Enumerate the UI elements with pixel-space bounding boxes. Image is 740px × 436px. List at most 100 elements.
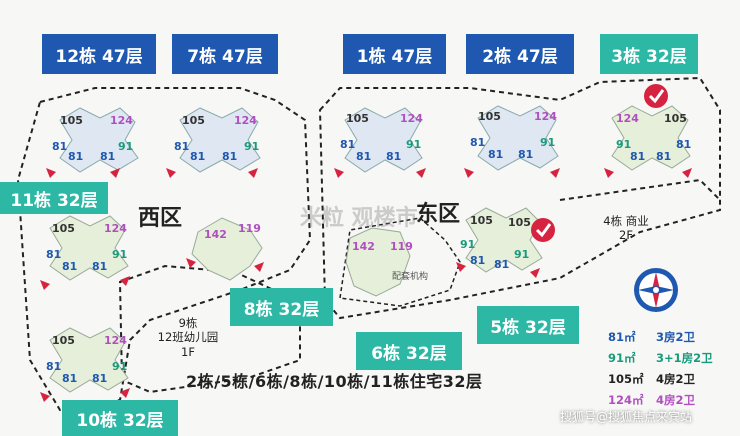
legend-area: 91㎡ <box>608 350 636 365</box>
unit-91: 91 <box>460 238 476 251</box>
unit-105: 105 <box>664 112 687 125</box>
unit-81: 81 <box>470 254 486 267</box>
unit-124: 124 <box>104 222 127 235</box>
unit-124: 124 <box>234 114 257 127</box>
unit-81: 81 <box>656 150 672 163</box>
unit-81: 81 <box>386 150 402 163</box>
unit-91: 91 <box>540 136 556 149</box>
watermark-corner: 搜狐号@搜狐焦点来宾站 <box>560 410 693 424</box>
unit-81: 81 <box>676 138 692 151</box>
legend-row: 105㎡ 4房2卫 <box>608 368 728 389</box>
building-4-name: 4栋 商业 <box>603 214 649 228</box>
unit-105: 105 <box>182 114 205 127</box>
tag-building-2: 2栋 47层 <box>466 34 574 74</box>
tower-11-footprint <box>49 215 129 281</box>
building-9-floors: 1F <box>181 344 195 359</box>
unit-81: 81 <box>100 150 116 163</box>
unit-81: 81 <box>488 148 504 161</box>
building-4-label: 4栋 商业 2F <box>596 214 656 243</box>
watermark-center: 米粒 观楼市 <box>300 206 418 231</box>
unit-124: 124 <box>534 110 557 123</box>
unit-91: 91 <box>616 138 632 151</box>
unit-81: 81 <box>68 150 84 163</box>
legend-area: 124㎡ <box>608 392 644 407</box>
unit-142: 142 <box>352 240 375 253</box>
unit-124: 124 <box>104 334 127 347</box>
unit-142: 142 <box>204 228 227 241</box>
tower-7-footprint <box>179 107 261 173</box>
unit-119: 119 <box>238 222 261 235</box>
unit-81: 81 <box>222 150 238 163</box>
tower-5-footprint <box>465 207 543 273</box>
legend-row: 81㎡ 3房2卫 <box>608 326 728 347</box>
building-9-name: 9栋 <box>178 316 198 330</box>
entrance-arrow-icons <box>40 168 692 402</box>
unit-105: 105 <box>52 222 75 235</box>
zone-label-west: 西区 <box>138 206 183 231</box>
tag-building-8: 8栋 32层 <box>230 288 333 326</box>
unit-105: 105 <box>470 214 493 227</box>
legend-type: 4房2卫 <box>656 392 696 407</box>
unit-legend: 81㎡ 3房2卫 91㎡ 3+1房2卫 105㎡ 4房2卫 124㎡ 4房2卫 <box>608 326 728 410</box>
unit-105: 105 <box>478 110 501 123</box>
zone-label-east: 东区 <box>416 202 461 227</box>
unit-124: 124 <box>400 112 423 125</box>
unit-91: 91 <box>112 360 128 373</box>
unit-91: 91 <box>244 140 260 153</box>
gate-label: 配套机构 <box>392 272 429 282</box>
tag-building-3: 3栋 32层 <box>600 34 698 74</box>
unit-81: 81 <box>630 150 646 163</box>
tower-3-footprint <box>611 105 691 171</box>
unit-81: 81 <box>174 140 190 153</box>
unit-91: 91 <box>406 138 422 151</box>
tower-1-footprint <box>344 107 423 173</box>
unit-81: 81 <box>62 372 78 385</box>
legend-type: 4房2卫 <box>656 371 696 386</box>
unit-81: 81 <box>92 260 108 273</box>
unit-91: 91 <box>118 140 134 153</box>
unit-105: 105 <box>52 334 75 347</box>
tag-building-12: 12栋 47层 <box>42 34 156 74</box>
tower-2-footprint <box>477 105 559 171</box>
tower-10-footprint <box>49 327 129 393</box>
legend-area: 81㎡ <box>608 329 636 344</box>
unit-81: 81 <box>46 360 62 373</box>
unit-105: 105 <box>346 112 369 125</box>
legend-type: 3+1房2卫 <box>656 350 713 365</box>
compass-icon <box>634 268 678 312</box>
unit-81: 81 <box>52 140 68 153</box>
unit-91: 91 <box>514 248 530 261</box>
unit-81: 81 <box>92 372 108 385</box>
legend-area: 105㎡ <box>608 371 644 386</box>
check-icon <box>644 84 668 108</box>
unit-105: 105 <box>60 114 83 127</box>
unit-124: 124 <box>110 114 133 127</box>
tag-building-11: 11栋 32层 <box>0 182 108 214</box>
unit-81: 81 <box>470 136 486 149</box>
tower-6-footprint <box>345 227 411 297</box>
building-4-floors: 2F <box>619 228 633 243</box>
unit-119: 119 <box>390 240 413 253</box>
legend-type: 3房2卫 <box>656 329 696 344</box>
floors-caption: 2栋/5栋/6栋/8栋/10栋/11栋住宅32层 <box>186 372 483 391</box>
tag-building-10: 10栋 32层 <box>62 400 178 436</box>
unit-91: 91 <box>112 248 128 261</box>
unit-81: 81 <box>340 138 356 151</box>
legend-row: 124㎡ 4房2卫 <box>608 389 728 410</box>
unit-81: 81 <box>494 258 510 271</box>
legend-row: 91㎡ 3+1房2卫 <box>608 347 728 368</box>
check-icon <box>531 218 555 242</box>
unit-81: 81 <box>356 150 372 163</box>
tag-building-1: 1栋 47层 <box>343 34 446 74</box>
unit-124: 124 <box>616 112 639 125</box>
unit-81: 81 <box>46 248 62 261</box>
tower-8-footprint <box>191 217 263 281</box>
building-9-label: 9栋 12班幼儿园 1F <box>148 316 228 359</box>
unit-81: 81 <box>518 148 534 161</box>
tag-building-5: 5栋 32层 <box>477 306 579 344</box>
building-9-use: 12班幼儿园 <box>157 330 219 345</box>
